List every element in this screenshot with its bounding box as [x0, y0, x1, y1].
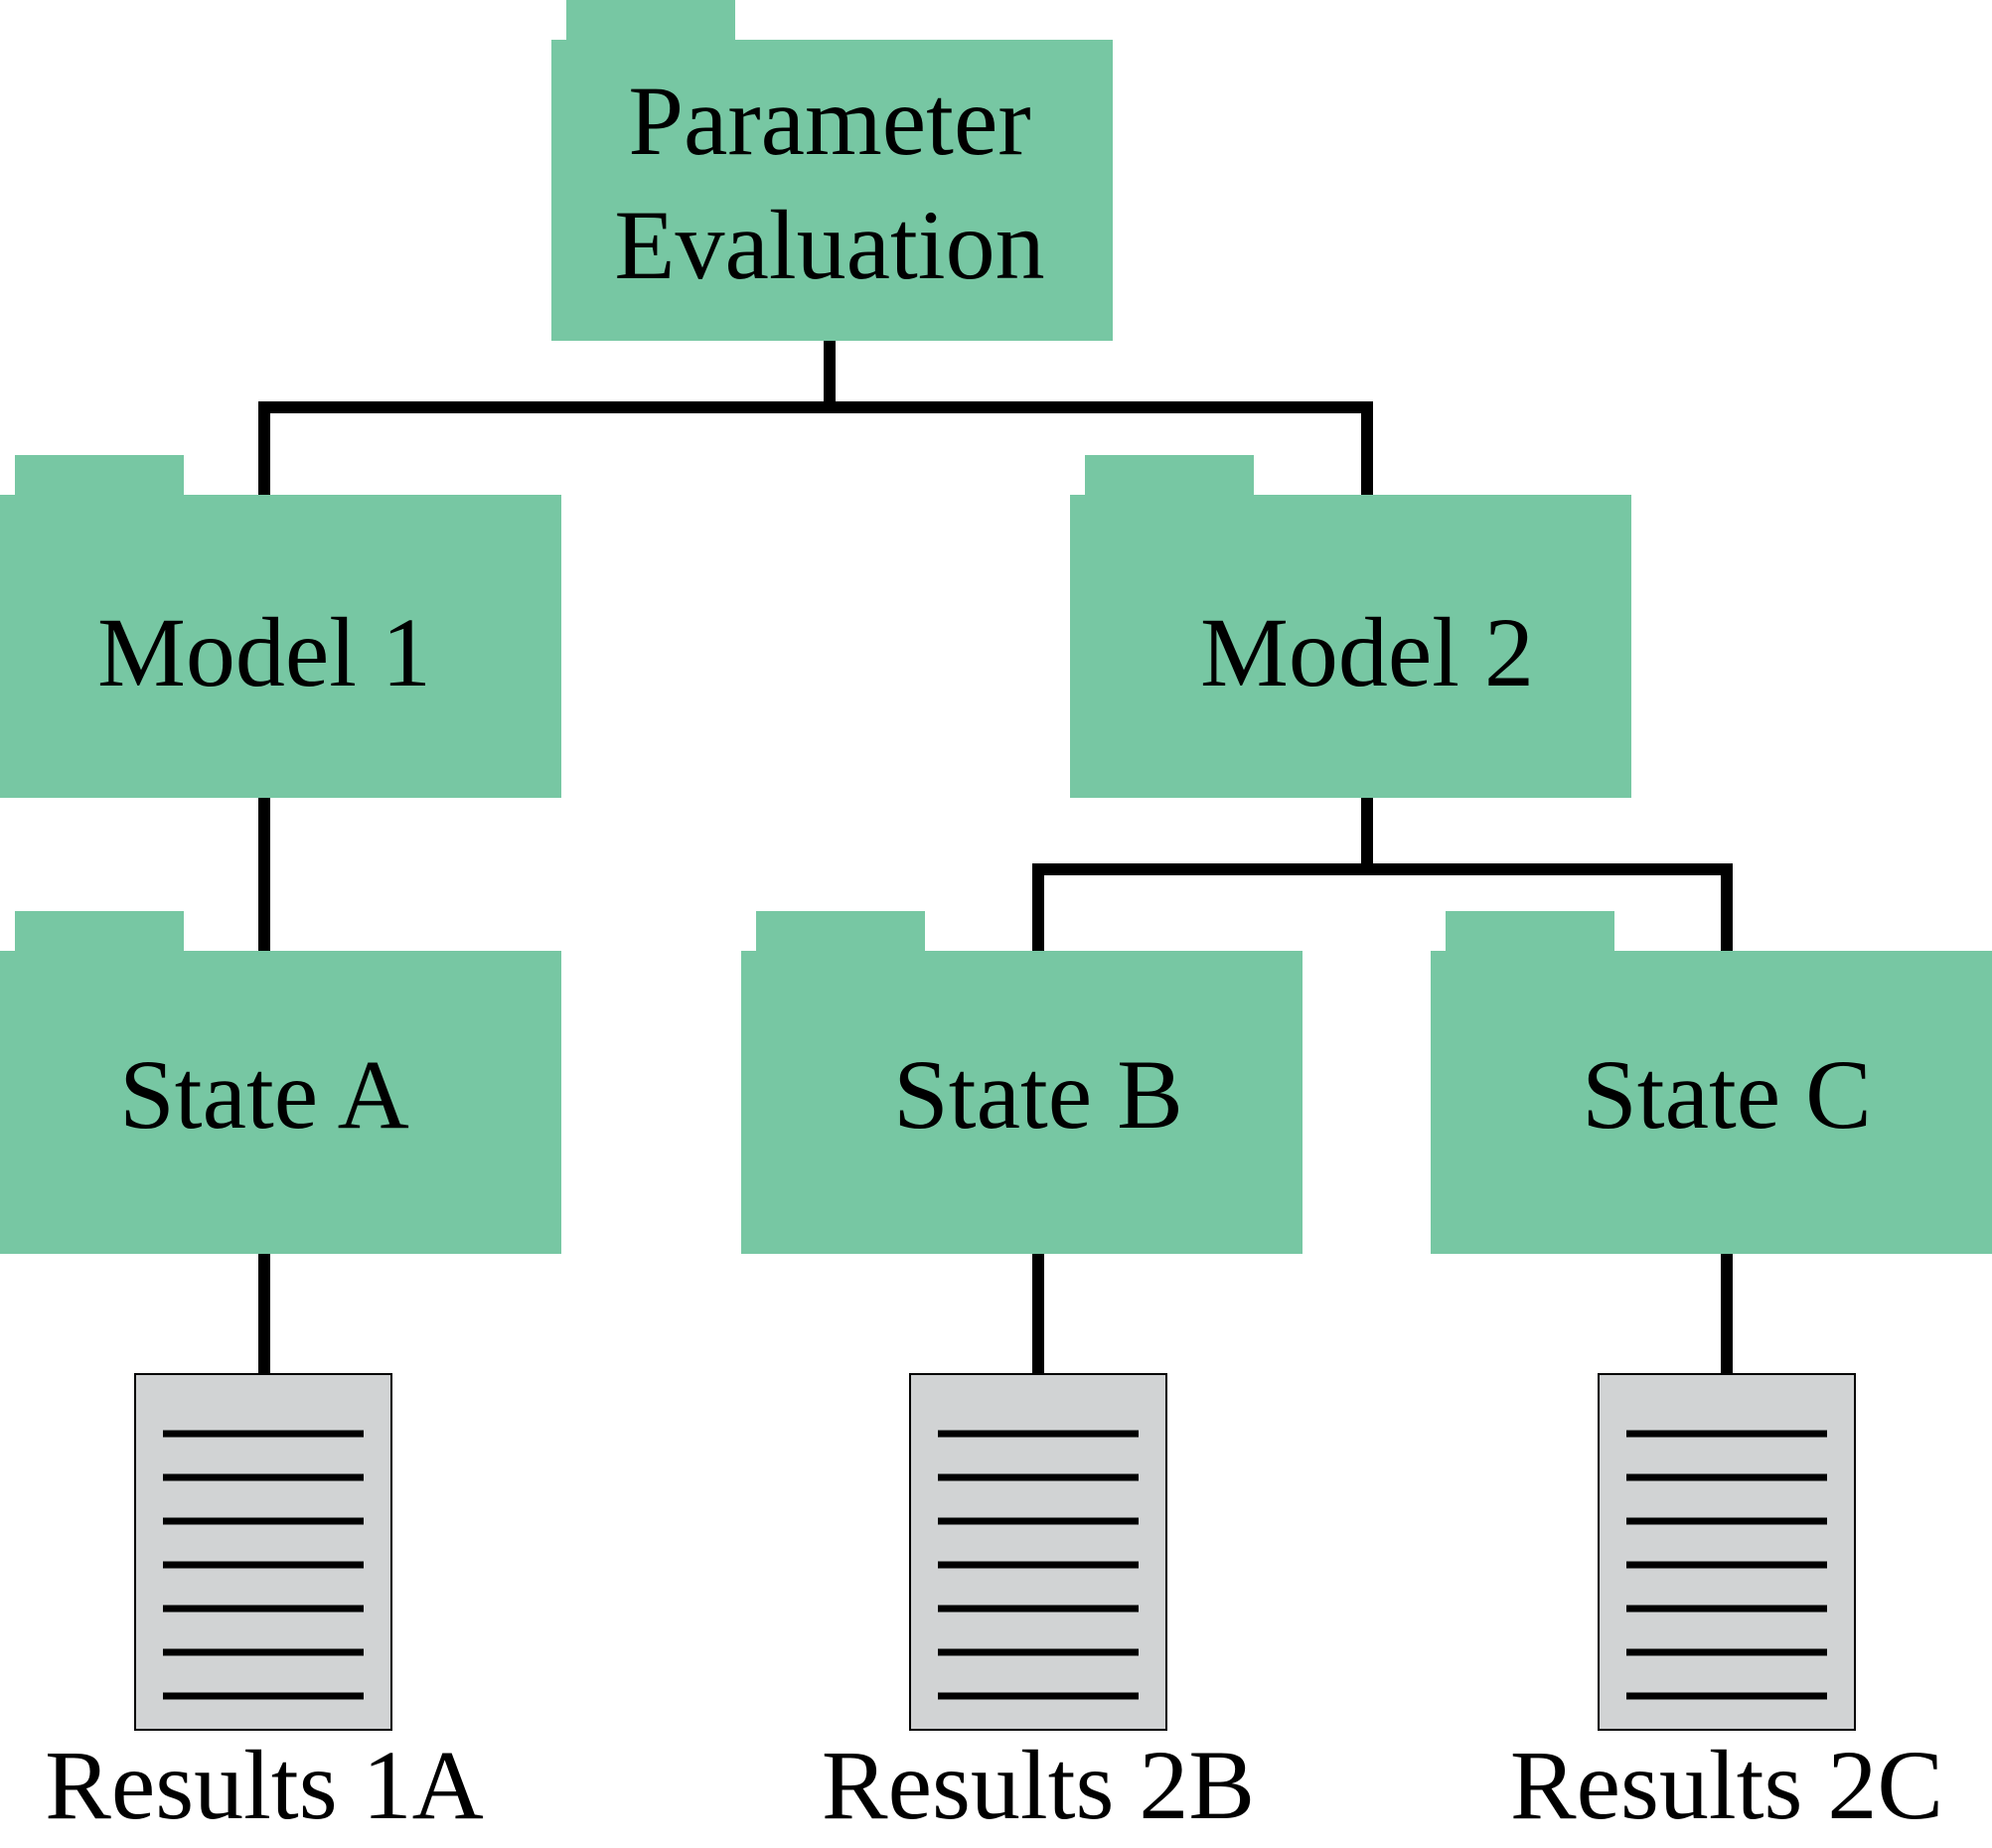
- folder-icon: [1431, 911, 1992, 1254]
- folder-label-parameter: Parameter: [628, 66, 1030, 176]
- folder-label-model-2: Model 2: [1200, 597, 1534, 707]
- document-text-lines: [938, 1430, 1139, 1700]
- connectors: [258, 337, 1733, 1380]
- folder-state-c[interactable]: State C: [1431, 911, 1992, 1254]
- document-text-lines: [163, 1430, 364, 1700]
- folder-icon: [1070, 455, 1631, 798]
- folder-icon: [0, 455, 561, 798]
- document-results-1a[interactable]: Results 1A: [45, 1373, 484, 1840]
- folder-parameter-evaluation[interactable]: Parameter Evaluation: [551, 0, 1113, 341]
- folder-label-state-a: State A: [119, 1039, 409, 1150]
- folder-state-a[interactable]: State A: [0, 911, 561, 1254]
- folder-label-evaluation: Evaluation: [614, 190, 1044, 300]
- folder-model-1[interactable]: Model 1: [0, 455, 561, 798]
- document-results-2b[interactable]: Results 2B: [822, 1373, 1255, 1840]
- folder-icon: [551, 0, 1113, 341]
- folder-label-model-1: Model 1: [97, 597, 431, 707]
- document-label-results-1a: Results 1A: [45, 1730, 484, 1840]
- folder-model-2[interactable]: Model 2: [1070, 455, 1631, 798]
- connector-model2-to-states: [1032, 792, 1733, 955]
- document-icon: [909, 1373, 1167, 1731]
- folder-state-b[interactable]: State B: [741, 911, 1302, 1254]
- connector-root-to-models: [258, 337, 1373, 500]
- document-results-2c[interactable]: Results 2C: [1510, 1373, 1943, 1840]
- folder-label-state-b: State B: [893, 1039, 1183, 1150]
- document-icon: [134, 1373, 392, 1731]
- folder-icon: [741, 911, 1302, 1254]
- document-text-lines: [1626, 1430, 1827, 1700]
- document-label-results-2c: Results 2C: [1510, 1730, 1943, 1840]
- document-label-results-2b: Results 2B: [822, 1730, 1255, 1840]
- folder-icon: [0, 911, 561, 1254]
- document-icon: [1598, 1373, 1856, 1731]
- folder-label-state-c: State C: [1582, 1039, 1872, 1150]
